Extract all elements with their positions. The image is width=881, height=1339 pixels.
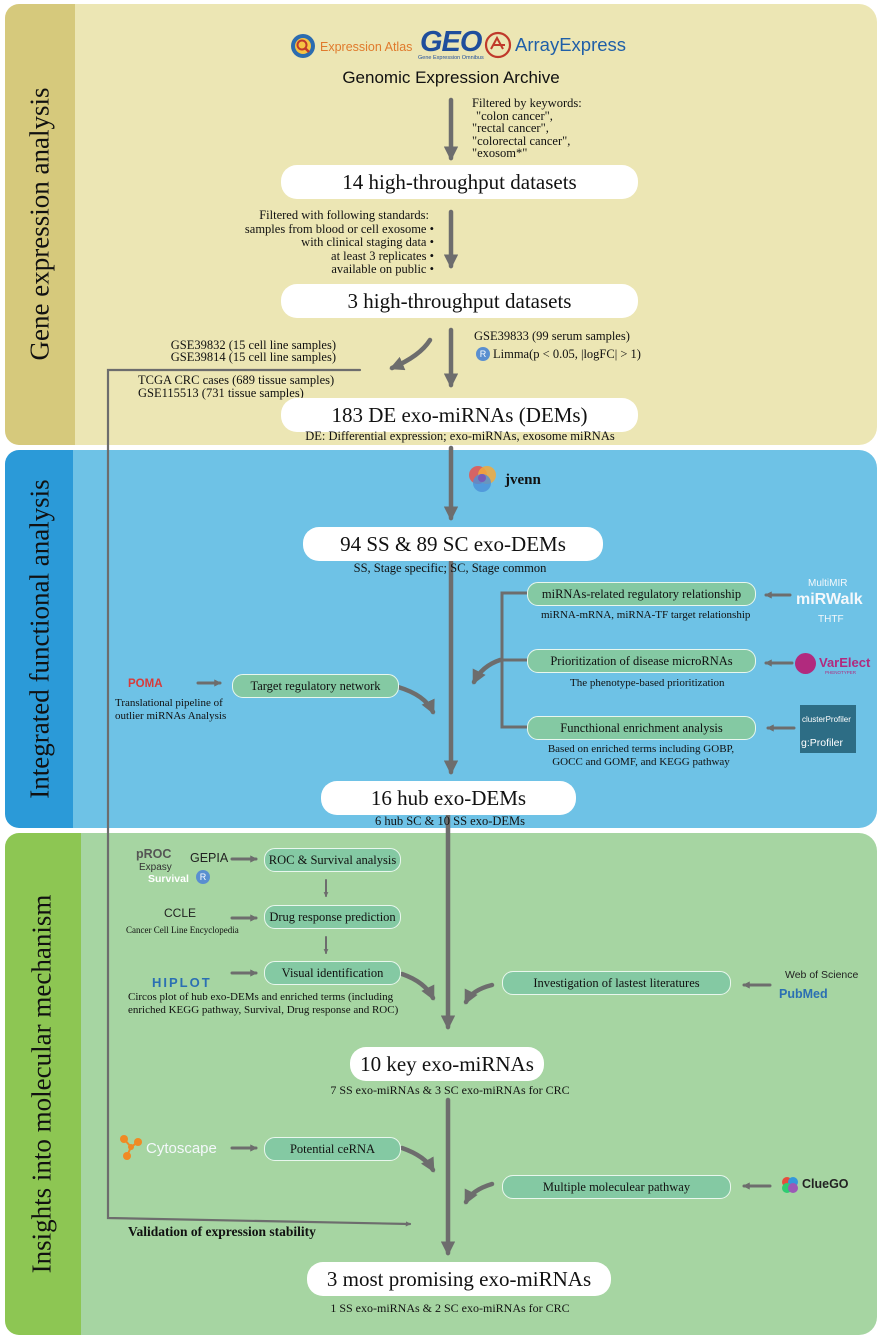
section-gene-expression-tab <box>5 4 75 445</box>
survival-label: Survival <box>148 873 189 885</box>
cytoscape-icon <box>120 1135 142 1160</box>
keyword-filter-title: Filtered by keywords: <box>472 96 582 110</box>
poma-desc-1: Translational pipeline of <box>115 697 223 709</box>
clusterprofiler-name: clusterProfiler <box>802 715 851 724</box>
keyword-4: "exosom*" <box>472 146 528 160</box>
step-14-datasets: 14 high-throughput datasets <box>281 165 638 199</box>
step-183-dems: 183 DE exo-miRNAs (DEMs) <box>281 398 638 432</box>
arrayexpress-name: ArrayExpress <box>515 34 627 55</box>
expression-atlas-logo: Expression Atlas <box>290 32 413 62</box>
poma-description: Translational pipeline of outlier miRNAs… <box>115 697 226 722</box>
step-exo-dems: 94 SS & 89 SC exo-DEMs <box>303 527 603 561</box>
enrichment-note: Based on enriched terms including GOBP, … <box>530 743 752 768</box>
mirwalk-label: miRWalk <box>796 591 863 608</box>
expasy-label: Expasy <box>139 862 172 873</box>
multimir-label: MultiMIR <box>808 578 848 589</box>
hiplot-desc-2: enriched KEGG pathway, Survival, Drug re… <box>128 1003 399 1016</box>
box-prioritization: Prioritization of disease microRNAs <box>527 649 756 673</box>
poma-desc-2: outlier miRNAs Analysis <box>115 709 227 722</box>
dataset-tcga: TCGA CRC cases (689 tissue samples) <box>138 373 335 387</box>
dataset-gse115513: GSE115513 (731 tissue samples) <box>138 386 304 400</box>
step-10-key-note: 7 SS exo-miRNAs & 3 SC exo-miRNAs for CR… <box>330 1083 570 1097</box>
box-roc-survival: ROC & Survival analysis <box>264 848 401 872</box>
step-3-promising: 3 most promising exo-miRNAs <box>307 1262 611 1296</box>
cluego-name: ClueGO <box>802 1177 849 1191</box>
proc-label: pROC <box>136 847 172 861</box>
cluego-icon <box>782 1177 798 1193</box>
limma-criteria: Limma(p < 0.05, |logFC| > 1) <box>493 347 641 361</box>
box-enrichment: Functhional enrichment analysis <box>527 716 756 740</box>
step-3-promising-note: 1 SS exo-miRNAs & 2 SC exo-miRNAs for CR… <box>330 1301 570 1315</box>
prioritization-note: The phenotype-based prioritization <box>570 677 725 689</box>
pubmed-label: PubMed <box>779 987 828 1001</box>
varelect-sub: PHENOTYPER <box>825 670 857 675</box>
standards-title: Filtered with following standards: <box>259 208 429 222</box>
arrayexpress-logo: ArrayExpress <box>484 30 644 62</box>
r-icon: R <box>476 347 490 361</box>
web-of-science-label: Web of Science <box>785 969 859 981</box>
box-drug-response: Drug response prediction <box>264 905 401 929</box>
cytoscape-name: Cytoscape <box>146 1140 217 1157</box>
expression-atlas-icon <box>291 34 315 58</box>
poma-label: POMA <box>128 678 163 690</box>
step-183-note: DE: Differential expression; exo-miRNAs,… <box>305 429 615 443</box>
jvenn-icon <box>469 466 496 492</box>
archive-title: Genomic Expression Archive <box>342 68 560 87</box>
box-cerna: Potential ceRNA <box>264 1137 401 1161</box>
keyword-filter: Filtered by keywords: "colon cancer", "r… <box>472 97 582 160</box>
ccle-description: Cancer Cell Line Encyclopedia <box>126 925 239 935</box>
box-regulatory-relationship: miRNAs-related regulatory relationship <box>527 582 756 606</box>
box-target-network: Target regulatory network <box>232 674 399 698</box>
r-icon-survival: R <box>196 870 210 884</box>
clusterprofiler-logo: clusterProfiler g:Profiler <box>800 705 856 753</box>
standard-4: available on public • <box>331 262 434 276</box>
keyword-1: "colon cancer", <box>476 108 553 123</box>
hiplot-label: HIPLOT <box>152 975 212 990</box>
hiplot-description: Circos plot of hub exo-DEMs and enriched… <box>128 991 398 1016</box>
varelect-name: VarElect <box>819 655 871 670</box>
step-exo-dems-note: SS, Stage specific; SC, Stage common <box>353 561 547 575</box>
standard-3: at least 3 replicates • <box>331 248 434 263</box>
ccle-label: CCLE <box>164 906 197 920</box>
keyword-3: "colorectal cancer", <box>472 133 571 148</box>
step-16-hub: 16 hub exo-DEMs <box>321 781 576 815</box>
box-visual-identification: Visual identification <box>264 961 401 985</box>
dataset-gse39814: GSE39814 (15 cell line samples) <box>170 350 336 364</box>
enrichment-note-2: GOCC and GOMF, and KEGG pathway <box>552 755 730 768</box>
dataset-gse39832: GSE39832 (15 cell line samples) <box>170 338 336 352</box>
section-integrated-tab <box>5 450 73 828</box>
varelect-logo: VarElect PHENOTYPER <box>795 653 871 677</box>
validation-label: Validation of expression stability <box>128 1224 316 1239</box>
section-gene-expression <box>5 4 877 445</box>
standards-filter: Filtered with following standards: sampl… <box>210 208 434 277</box>
gprofiler-name: g:Profiler <box>801 737 844 749</box>
step-3-datasets: 3 high-throughput datasets <box>281 284 638 318</box>
box-literature: Investigation of lastest literatures <box>502 971 731 995</box>
cytoscape-logo: Cytoscape <box>118 1133 228 1167</box>
thtf-label: THTF <box>818 614 844 625</box>
geo-logo: GEO Gene Expression Omnibus <box>418 26 492 64</box>
cluego-logo: ClueGO <box>780 1175 860 1199</box>
jvenn-logo: jvenn <box>466 462 556 500</box>
dataset-gse39833: GSE39833 (99 serum samples) <box>474 329 630 343</box>
standard-2: with clinical staging data • <box>301 235 434 249</box>
step-10-key: 10 key exo-miRNAs <box>350 1047 544 1081</box>
section-integrated <box>5 450 877 828</box>
geo-subtitle: Gene Expression Omnibus <box>418 55 484 61</box>
arrayexpress-icon <box>484 31 512 59</box>
jvenn-name: jvenn <box>505 472 541 488</box>
box-pathway: Multiple moleculear pathway <box>502 1175 731 1199</box>
section-insights-tab <box>5 833 81 1335</box>
enrichment-note-1: Based on enriched terms including GOBP, <box>547 743 735 755</box>
hiplot-desc-1: Circos plot of hub exo-DEMs and enriched… <box>128 991 394 1003</box>
keyword-2: "rectal cancer", <box>472 121 549 135</box>
gepia-label: GEPIA <box>190 851 229 865</box>
standard-1: samples from blood or cell exosome • <box>244 221 434 236</box>
varelect-icon <box>795 653 816 674</box>
step-16-hub-note: 6 hub SC & 10 SS exo-DEMs <box>374 814 526 828</box>
regulatory-note: miRNA-mRNA, miRNA-TF target relationship <box>541 609 751 621</box>
geo-name: GEO <box>420 26 482 58</box>
expression-atlas-name: Expression Atlas <box>320 40 413 54</box>
